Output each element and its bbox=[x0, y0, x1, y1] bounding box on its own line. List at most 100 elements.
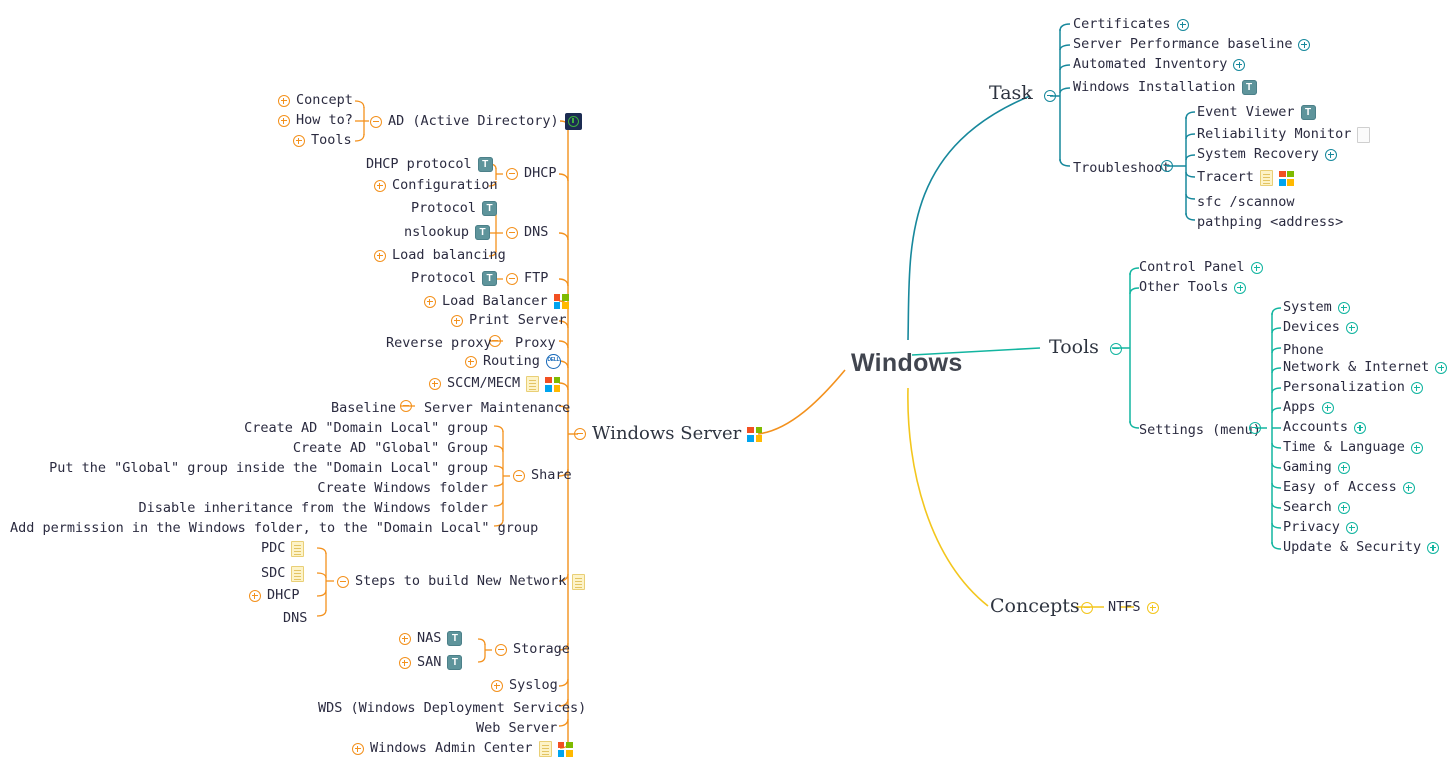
expand-toggle-load-balancer[interactable] bbox=[424, 295, 436, 308]
center-node-windows[interactable]: Windows bbox=[851, 349, 963, 377]
collapse-toggle-server-maintenance[interactable] bbox=[400, 399, 412, 415]
node-concepts[interactable]: Concepts bbox=[990, 595, 1080, 617]
expand-toggle-steps-dhcp[interactable] bbox=[249, 589, 261, 602]
node-event-viewer[interactable]: Event Viewer T bbox=[1197, 105, 1316, 120]
node-settings-personalization[interactable]: Personalization bbox=[1283, 380, 1423, 395]
expand-toggle-nas[interactable] bbox=[399, 632, 411, 645]
node-routing[interactable]: Routing DELL bbox=[465, 354, 561, 369]
node-ntfs[interactable]: NTFS bbox=[1108, 600, 1159, 615]
expand-toggle-search[interactable] bbox=[1337, 501, 1350, 514]
node-settings-accounts[interactable]: Accounts bbox=[1283, 420, 1367, 435]
expand-toggle-print-server[interactable] bbox=[451, 314, 463, 327]
expand-toggle-control-panel[interactable] bbox=[1250, 261, 1263, 274]
node-share-step-1[interactable]: Create AD "Domain Local" group bbox=[10, 419, 488, 436]
node-sccm-mecm[interactable]: SCCM/MECM bbox=[429, 376, 561, 392]
collapse-toggle-windows-server[interactable] bbox=[574, 428, 586, 440]
collapse-toggle-task-icon[interactable] bbox=[1044, 90, 1056, 102]
expand-toggle-automated-inventory[interactable] bbox=[1233, 58, 1246, 71]
collapse-toggle-proxy-icon[interactable] bbox=[489, 335, 501, 347]
node-pathping[interactable]: pathping <address> bbox=[1197, 213, 1343, 230]
node-steps-dhcp[interactable]: DHCP bbox=[249, 588, 300, 603]
expand-toggle-accounts[interactable] bbox=[1354, 421, 1367, 434]
expand-toggle-windows-admin-center[interactable] bbox=[352, 743, 364, 755]
node-steps-dns[interactable]: DNS bbox=[283, 609, 307, 626]
node-dhcp-protocol[interactable]: DHCP protocol T bbox=[366, 157, 493, 172]
expand-toggle-system-recovery[interactable] bbox=[1324, 148, 1337, 161]
collapse-toggle-task[interactable] bbox=[1044, 89, 1056, 105]
node-settings-network-internet[interactable]: Network & Internet bbox=[1283, 360, 1448, 375]
node-storage[interactable]: Storage bbox=[495, 642, 570, 657]
node-tools[interactable]: Tools bbox=[1049, 336, 1099, 358]
node-print-server[interactable]: Print Server bbox=[451, 313, 567, 328]
node-other-tools[interactable]: Other Tools bbox=[1139, 280, 1247, 295]
expand-toggle-load-balancing[interactable] bbox=[374, 249, 386, 262]
node-settings-apps[interactable]: Apps bbox=[1283, 400, 1334, 415]
node-baseline[interactable]: Baseline bbox=[331, 399, 396, 416]
node-share-step-3[interactable]: Put the "Global" group inside the "Domai… bbox=[10, 459, 488, 476]
expand-toggle-routing[interactable] bbox=[465, 355, 477, 368]
node-reliability-monitor[interactable]: Reliability Monitor bbox=[1197, 127, 1371, 143]
node-settings-gaming[interactable]: Gaming bbox=[1283, 460, 1350, 475]
node-dns[interactable]: DNS bbox=[506, 225, 548, 240]
node-ftp[interactable]: FTP bbox=[506, 271, 548, 286]
expand-toggle-update-security[interactable] bbox=[1427, 541, 1440, 554]
expand-toggle-other-tools[interactable] bbox=[1234, 281, 1247, 294]
node-settings-easy-of-access[interactable]: Easy of Access bbox=[1283, 480, 1415, 495]
node-share-step-4[interactable]: Create Windows folder bbox=[10, 479, 488, 496]
node-task[interactable]: Task bbox=[989, 82, 1033, 104]
expand-toggle-apps[interactable] bbox=[1321, 401, 1334, 414]
collapse-toggle-share[interactable] bbox=[513, 469, 525, 482]
collapse-toggle-tools[interactable] bbox=[1110, 342, 1122, 358]
node-nas[interactable]: NAS T bbox=[399, 631, 463, 646]
node-settings-system[interactable]: System bbox=[1283, 300, 1350, 315]
expand-toggle-personalization[interactable] bbox=[1410, 381, 1423, 394]
collapse-toggle-troubleshoot-icon[interactable] bbox=[1161, 160, 1173, 172]
expand-toggle-devices[interactable] bbox=[1345, 321, 1358, 334]
node-certificates[interactable]: Certificates bbox=[1073, 17, 1189, 32]
node-settings-phone[interactable]: Phone bbox=[1283, 341, 1324, 358]
node-reverse-proxy[interactable]: Reverse proxy bbox=[386, 334, 492, 351]
node-settings-menu[interactable]: Settings (menu) bbox=[1139, 421, 1261, 438]
node-dhcp-configuration[interactable]: Configuration bbox=[374, 178, 498, 193]
node-wds[interactable]: WDS (Windows Deployment Services) bbox=[318, 699, 586, 716]
node-windows-admin-center[interactable]: Windows Admin Center bbox=[352, 741, 573, 757]
expand-toggle-concept[interactable] bbox=[278, 94, 290, 107]
collapse-toggle-troubleshoot[interactable] bbox=[1161, 159, 1173, 175]
expand-toggle-configuration[interactable] bbox=[374, 179, 386, 192]
expand-toggle-network-internet[interactable] bbox=[1435, 361, 1448, 374]
node-windows-server[interactable]: Windows Server bbox=[574, 425, 763, 443]
node-steps-to-build-new-network[interactable]: Steps to build New Network bbox=[337, 574, 586, 590]
collapse-toggle-server-maintenance-icon[interactable] bbox=[400, 400, 412, 412]
node-dns-protocol[interactable]: Protocol T bbox=[411, 201, 498, 216]
node-sfc-scannow[interactable]: sfc /scannow bbox=[1197, 193, 1295, 210]
expand-toggle-ntfs[interactable] bbox=[1146, 601, 1159, 614]
node-web-server[interactable]: Web Server bbox=[476, 719, 557, 736]
node-share-step-6[interactable]: Add permission in the Windows folder, to… bbox=[10, 519, 538, 536]
node-dhcp[interactable]: DHCP bbox=[506, 166, 557, 181]
expand-toggle-time-language[interactable] bbox=[1410, 441, 1423, 454]
expand-toggle-privacy[interactable] bbox=[1345, 521, 1358, 534]
node-windows-installation[interactable]: Windows Installation T bbox=[1073, 80, 1257, 95]
node-automated-inventory[interactable]: Automated Inventory bbox=[1073, 57, 1246, 72]
node-nslookup[interactable]: nslookup T bbox=[404, 225, 491, 240]
node-troubleshoot[interactable]: Troubleshoot bbox=[1073, 159, 1171, 176]
node-how-to[interactable]: How to? bbox=[278, 113, 353, 128]
collapse-toggle-storage[interactable] bbox=[495, 643, 507, 656]
node-settings-privacy[interactable]: Privacy bbox=[1283, 520, 1358, 535]
node-server-performance-baseline[interactable]: Server Performance baseline bbox=[1073, 37, 1311, 52]
expand-toggle-system[interactable] bbox=[1337, 301, 1350, 314]
node-load-balancing[interactable]: Load balancing bbox=[374, 248, 506, 263]
node-settings-devices[interactable]: Devices bbox=[1283, 320, 1358, 335]
collapse-toggle-settings-icon[interactable] bbox=[1249, 422, 1261, 434]
node-tracert[interactable]: Tracert bbox=[1197, 170, 1294, 186]
node-server-maintenance[interactable]: Server Maintenance bbox=[424, 399, 570, 416]
node-load-balancer[interactable]: Load Balancer bbox=[424, 294, 569, 309]
expand-toggle-san[interactable] bbox=[399, 656, 411, 669]
collapse-toggle-ftp[interactable] bbox=[506, 272, 518, 285]
collapse-toggle-tools-icon[interactable] bbox=[1110, 343, 1122, 355]
node-system-recovery[interactable]: System Recovery bbox=[1197, 147, 1337, 162]
expand-toggle-gaming[interactable] bbox=[1337, 461, 1350, 474]
node-control-panel[interactable]: Control Panel bbox=[1139, 260, 1263, 275]
node-share-step-2[interactable]: Create AD "Global" Group bbox=[10, 439, 488, 456]
collapse-toggle-ad[interactable] bbox=[370, 115, 382, 128]
